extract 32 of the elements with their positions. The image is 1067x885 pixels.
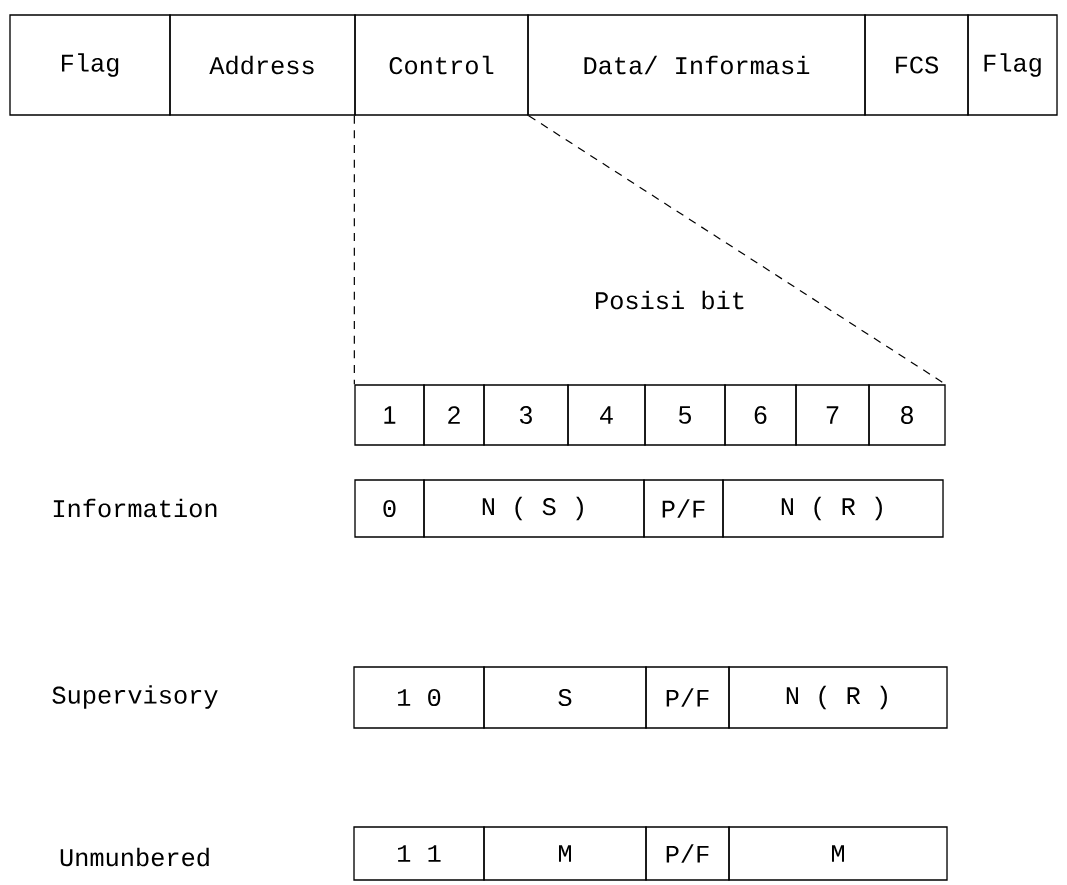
field-cell: 1 [354, 384, 425, 446]
row-label: Information [53, 498, 217, 518]
field-cell: Flag [967, 14, 1058, 116]
field-cell: 5 [644, 384, 726, 446]
field-cell: Address [169, 14, 356, 116]
field-cell: S [483, 666, 647, 729]
row-label: Supervisory [52, 685, 218, 709]
field-cell: M [728, 826, 948, 881]
field-cell: 7 [795, 384, 870, 446]
field-cell: 2 [423, 384, 485, 446]
leader-line [353, 115, 355, 385]
field-cell: 8 [868, 384, 946, 446]
field-cell: P/F [645, 826, 730, 881]
field-cell: 1 1 [353, 826, 485, 881]
field-cell: Control [354, 14, 529, 116]
field-cell: 1 0 [353, 666, 485, 729]
field-cell: P/F [645, 666, 730, 729]
row-label: Unmunbered [60, 847, 209, 867]
field-cell: 6 [724, 384, 797, 446]
field-cell: 0 [354, 479, 425, 538]
field-cell: N ( R ) [728, 666, 948, 729]
leader-line [528, 115, 947, 385]
field-cell: N ( R ) [722, 479, 944, 538]
field-cell: N ( S ) [423, 479, 645, 538]
field-cell: Data/ Informasi [527, 14, 866, 116]
field-cell: FCS [864, 14, 969, 116]
field-cell: Flag [9, 14, 171, 116]
field-cell: P/F [643, 479, 724, 538]
field-cell: 3 [483, 384, 569, 446]
field-cell: M [483, 826, 647, 881]
field-cell: 4 [567, 384, 646, 446]
row-label: Posisi bit [596, 290, 744, 310]
